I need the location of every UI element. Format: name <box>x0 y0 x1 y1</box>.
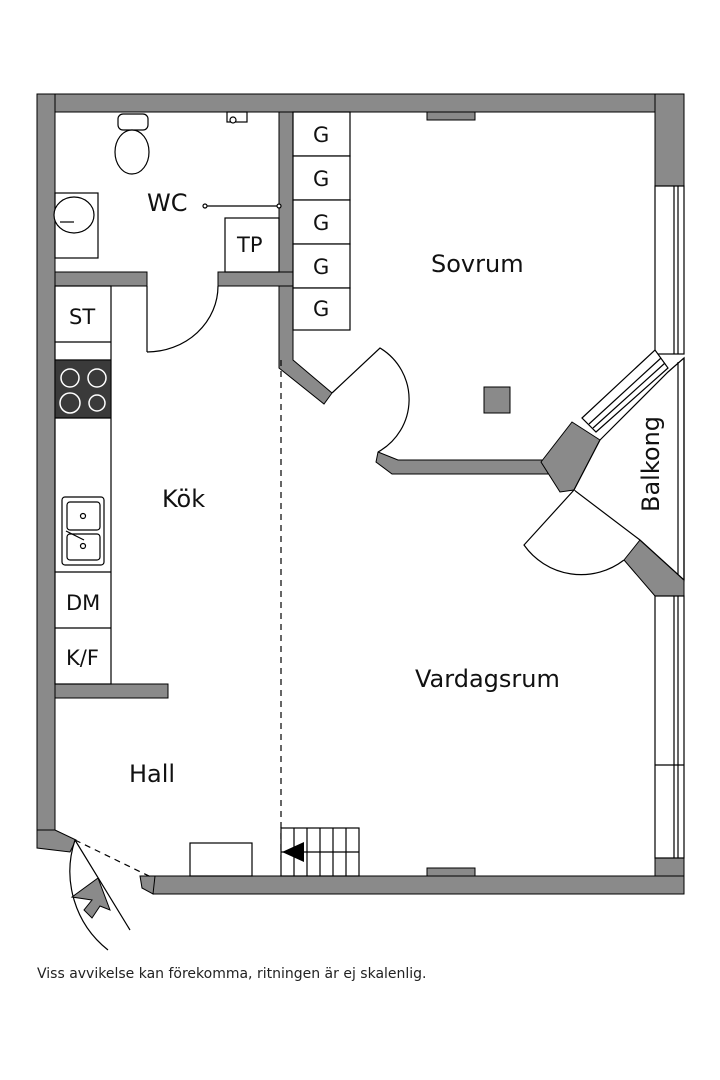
column <box>483 386 511 414</box>
fixture-label-dm: DM <box>66 591 100 615</box>
disclaimer-text: Viss avvikelse kan förekomma, ritningen … <box>37 966 427 982</box>
fixture-label-tp: TP <box>236 233 263 257</box>
room-label-wc: WC <box>147 189 188 217</box>
windows <box>581 185 685 859</box>
fixture-label-st: ST <box>69 305 95 329</box>
interior-walls <box>54 111 685 699</box>
room-label-vardagsrum: Vardagsrum <box>415 665 560 693</box>
entry-arrow-icon <box>70 877 111 919</box>
wc-fixtures <box>53 111 282 273</box>
wardrobe-label: G <box>313 297 329 321</box>
room-label-sovrum: Sovrum <box>431 250 524 278</box>
fixture-label-kf: K/F <box>66 646 99 670</box>
wardrobe-label: G <box>313 255 329 279</box>
stairs-arrow-icon <box>282 842 304 862</box>
room-label-hall: Hall <box>129 760 175 788</box>
stairs <box>280 827 360 877</box>
room-label-kok: Kök <box>162 485 205 513</box>
wardrobe-label: G <box>313 167 329 191</box>
wardrobe-label: G <box>313 211 329 235</box>
doors <box>69 285 625 951</box>
hall-cabinet <box>189 842 253 877</box>
kitchen-fixtures <box>54 285 112 685</box>
room-label-balkong: Balkong <box>637 416 665 512</box>
wardrobes <box>292 111 351 331</box>
wardrobe-label: G <box>313 123 329 147</box>
